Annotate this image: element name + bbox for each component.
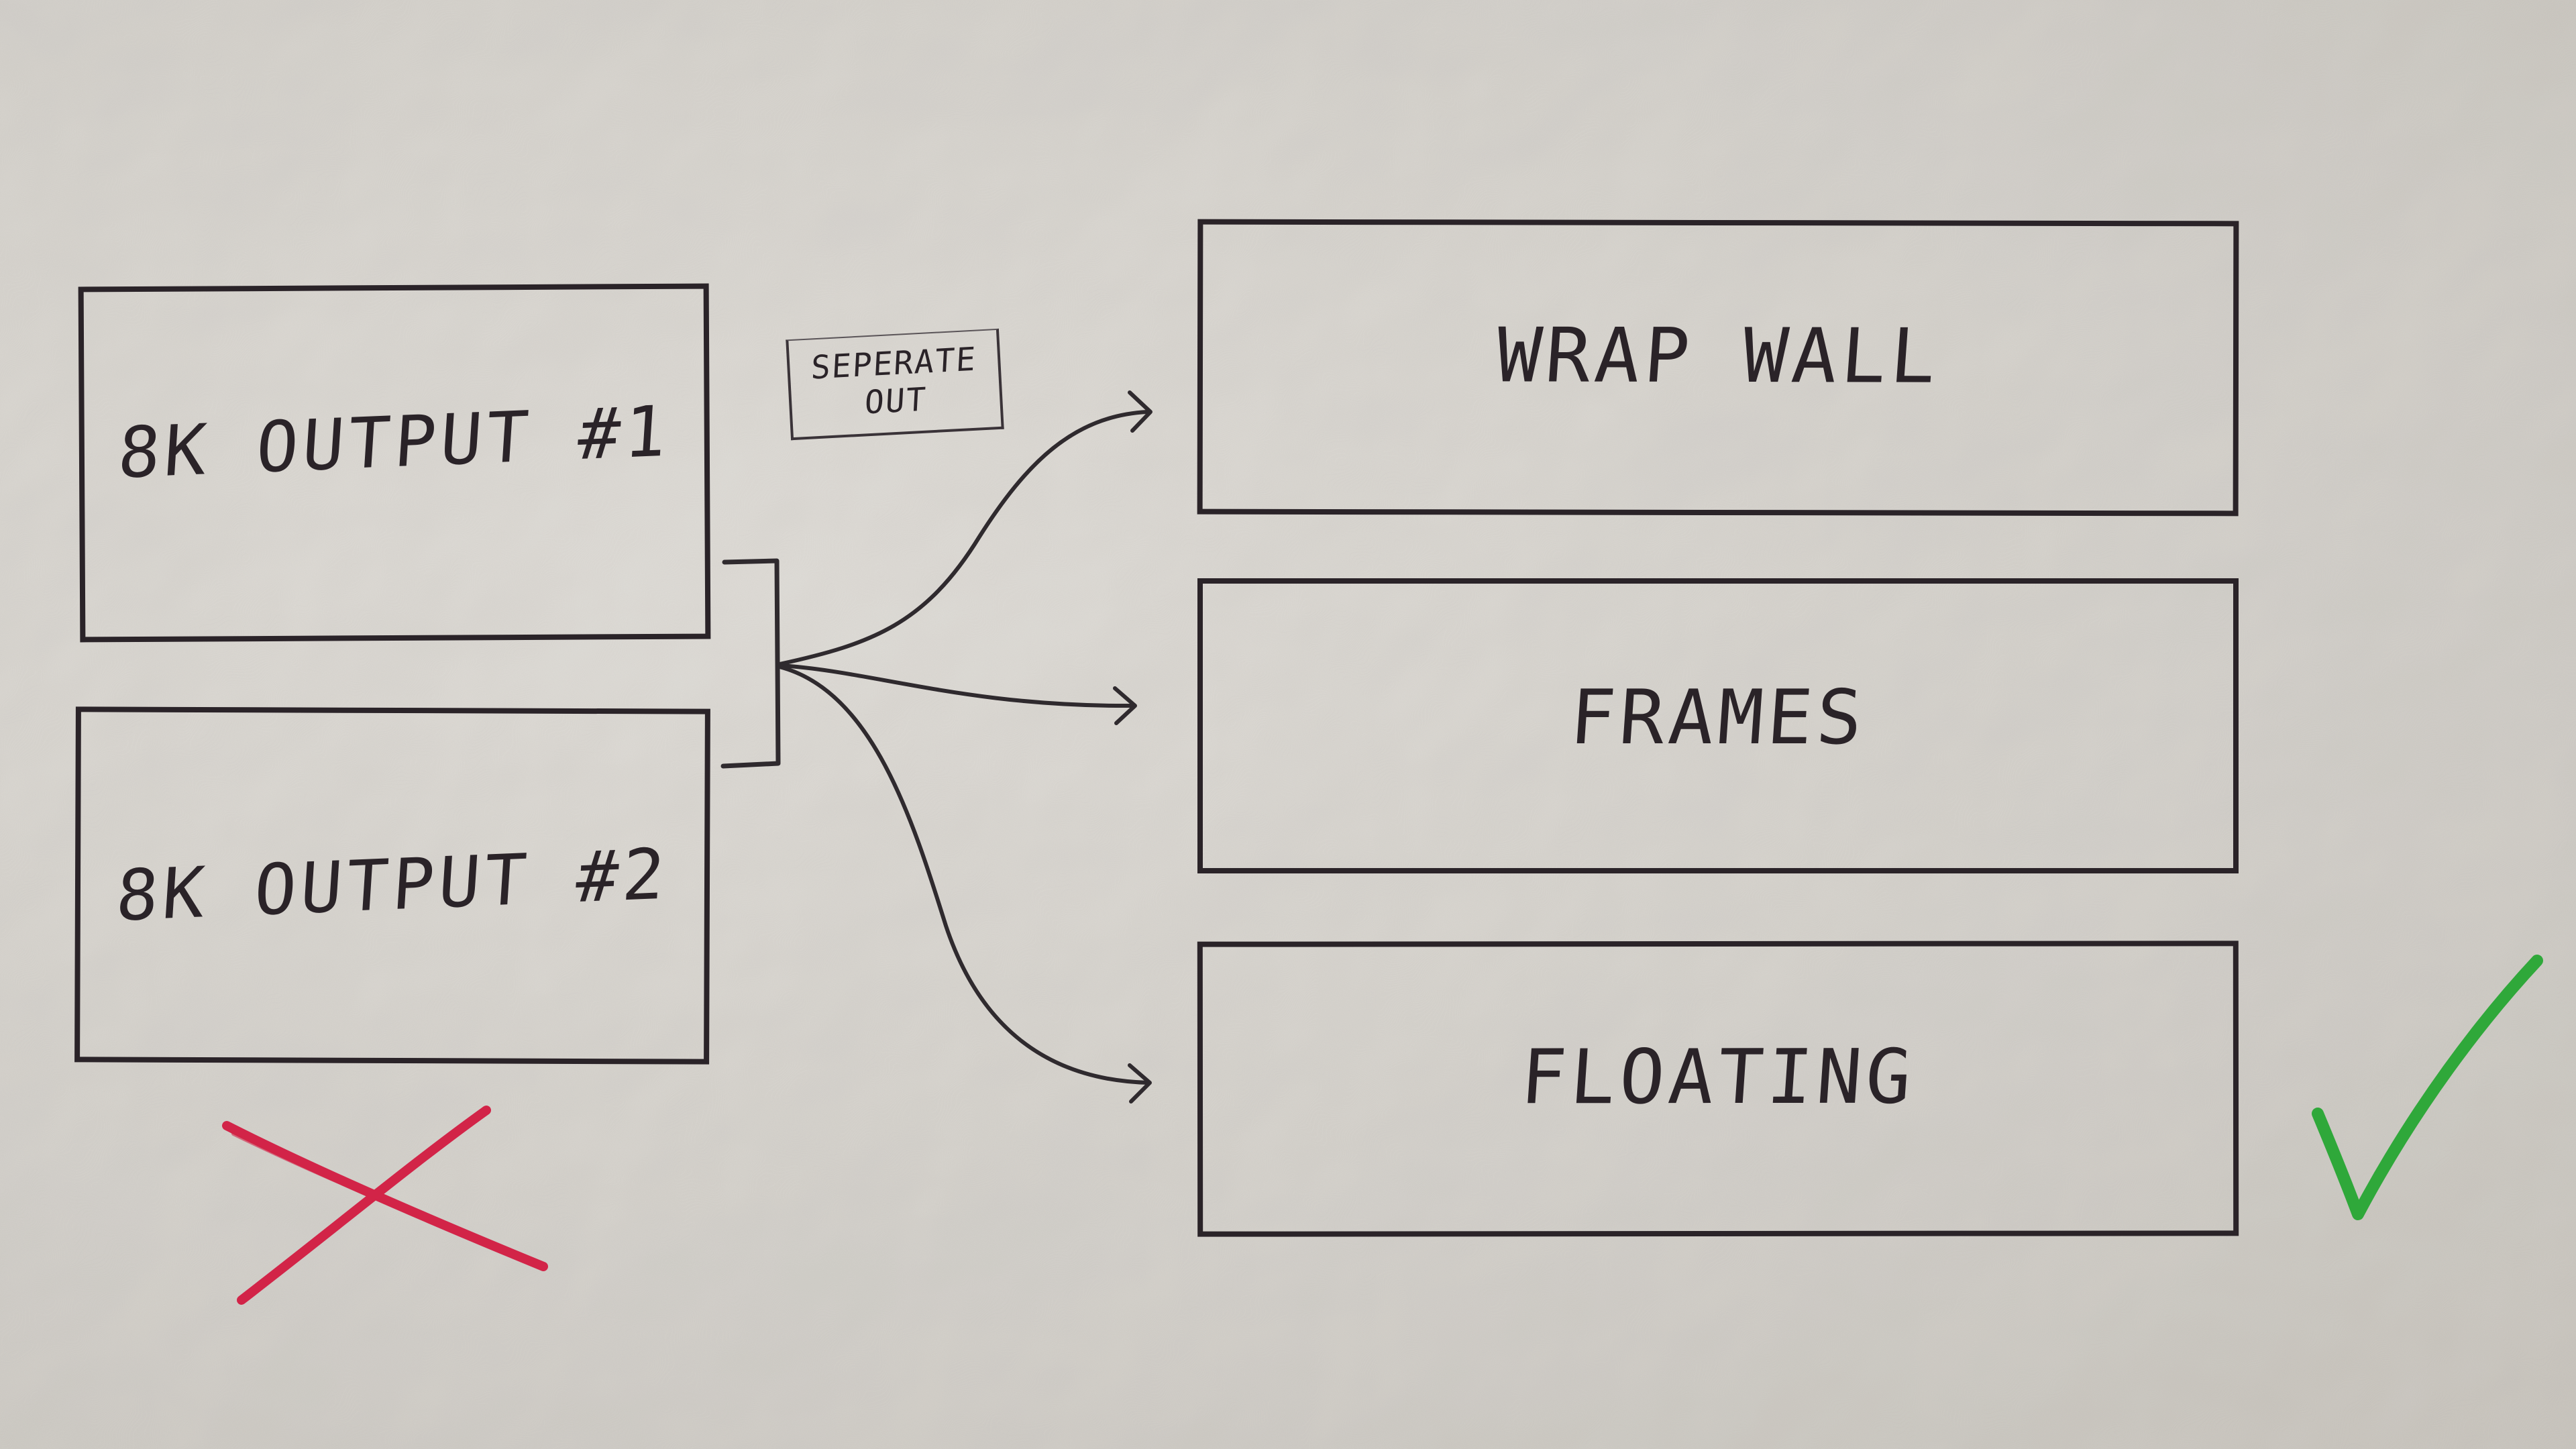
connector-to-wrap-wall xyxy=(777,410,1149,666)
arrowhead-frames xyxy=(1113,686,1137,725)
arrowhead-wrap-wall xyxy=(1128,390,1152,433)
connector-to-frames xyxy=(777,663,1136,708)
target-box-frames: FRAMES xyxy=(1197,578,2239,873)
check-mark-icon xyxy=(2312,955,2543,1220)
source-group-bracket xyxy=(720,558,781,769)
connector-to-floating xyxy=(777,665,1150,1085)
x-mark-icon xyxy=(222,1106,548,1305)
arrowhead-floating xyxy=(1128,1063,1152,1104)
